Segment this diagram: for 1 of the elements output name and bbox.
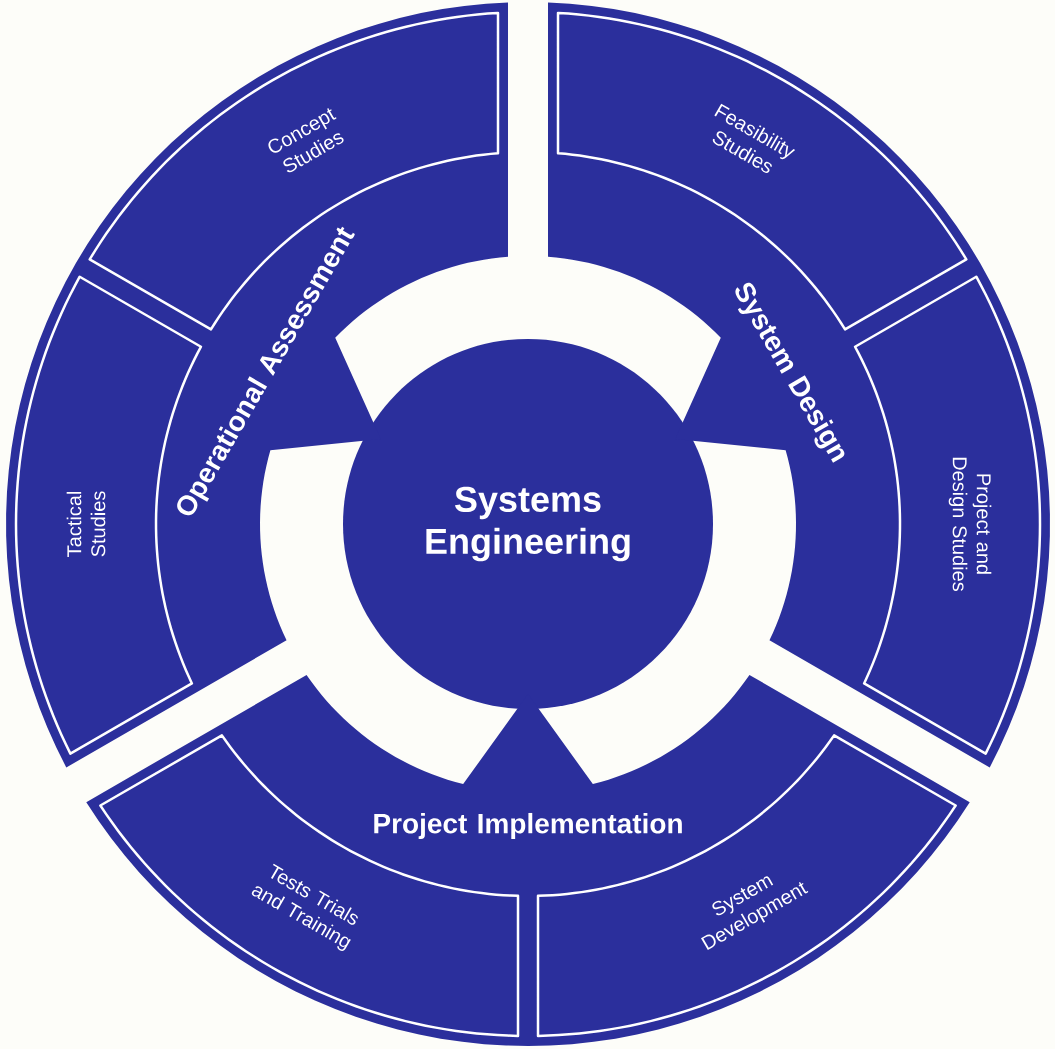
segment-box: Project and Design Studies — [853, 275, 1042, 755]
